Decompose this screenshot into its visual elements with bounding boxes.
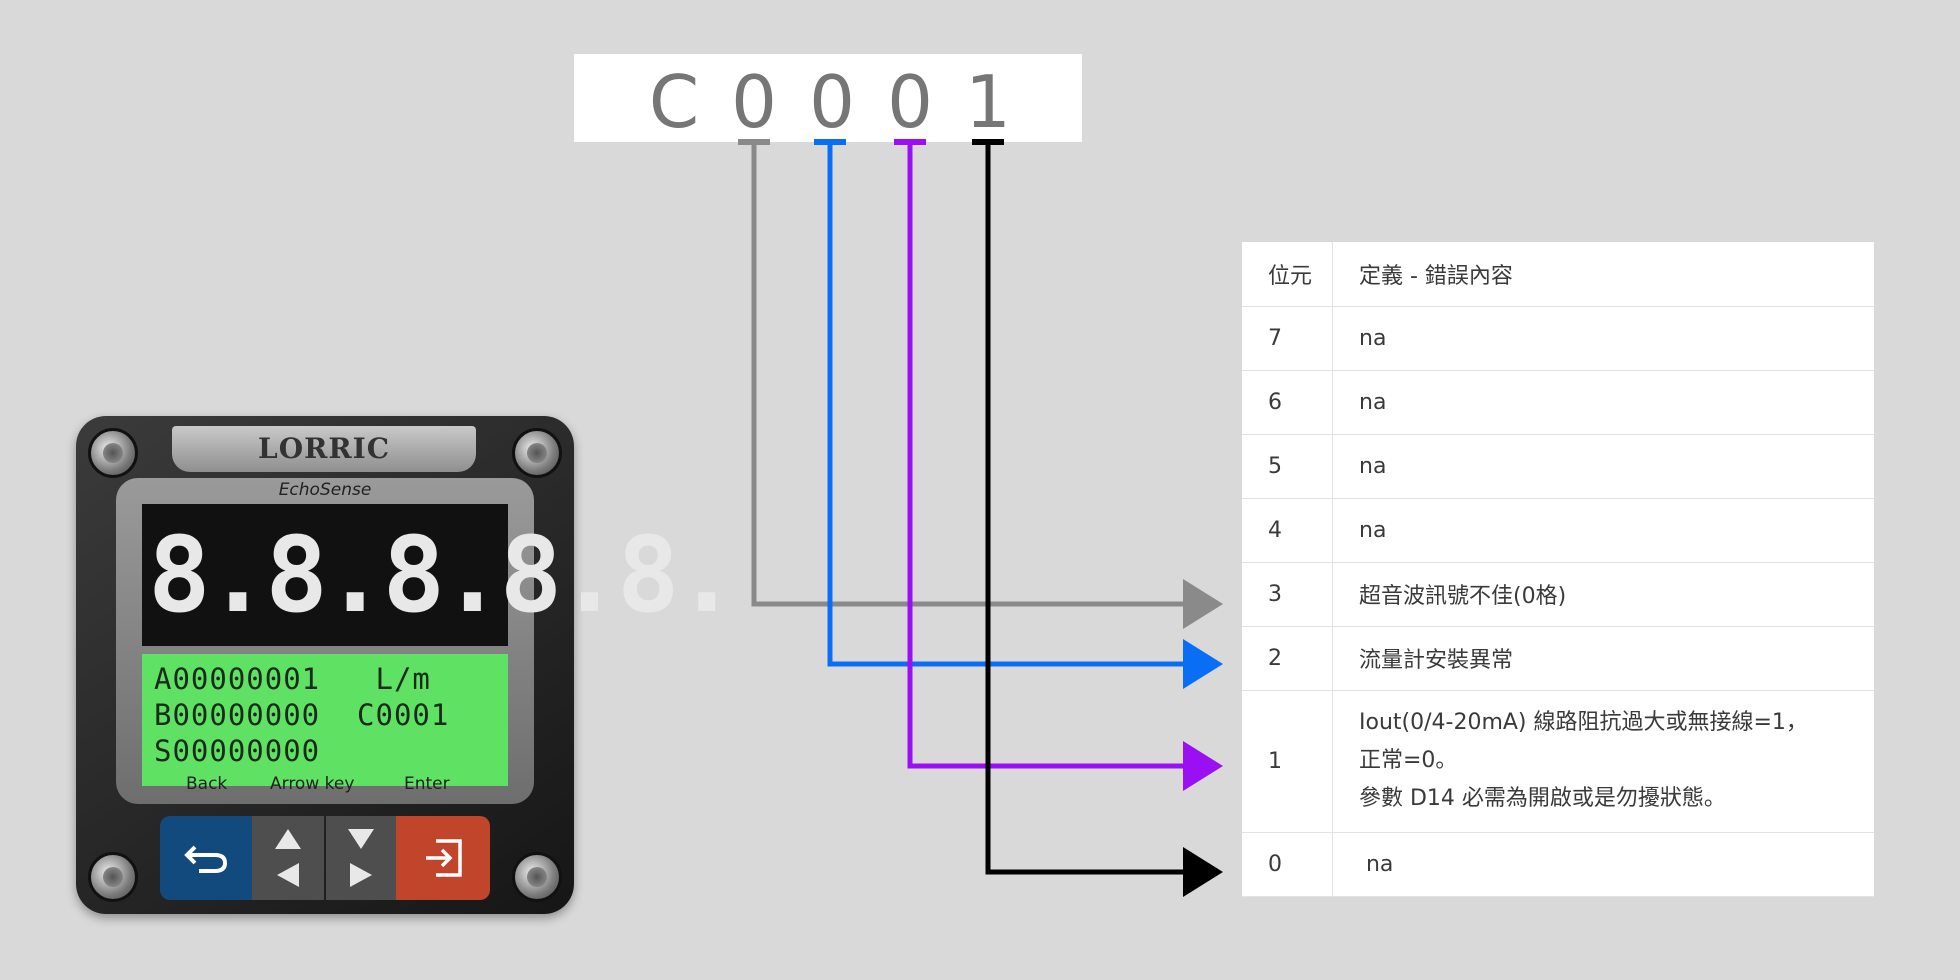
row-bit: 3	[1242, 562, 1333, 627]
code-digit-bit3: 0	[731, 60, 777, 144]
definition-line: 參數 D14 必需為開啟或是勿擾狀態。	[1359, 786, 1726, 811]
keypad	[160, 816, 490, 900]
row-definition: na	[1332, 306, 1874, 371]
row-bit: 1	[1242, 690, 1333, 833]
back-key-label: Back	[186, 774, 228, 794]
sub-brand-label: EchoSense	[278, 480, 372, 500]
back-button[interactable]	[160, 816, 252, 900]
lcd-screen: A00000001 L/m B00000000 C0001 S00000000	[142, 654, 508, 786]
row-definition: 超音波訊號不佳(0格)	[1332, 562, 1874, 627]
down-triangle-icon	[348, 829, 374, 849]
lcd-line: S00000000	[154, 734, 321, 768]
table-row: 3 超音波訊號不佳(0格)	[1242, 562, 1874, 627]
code-digit-bit0: 1	[965, 60, 1011, 144]
error-code-box: C 0 0 0 1	[574, 54, 1082, 144]
row-definition: na	[1332, 498, 1874, 563]
table-row: 6 na	[1242, 370, 1874, 435]
definition-line: 正常=0。	[1359, 748, 1458, 773]
table-row: 0 na	[1242, 832, 1874, 897]
lcd-line: B00000000 C0001	[154, 698, 450, 732]
code-digit-bit2: 0	[809, 60, 855, 144]
row-definition: na	[1332, 434, 1874, 499]
up-triangle-icon	[275, 829, 301, 849]
definition-line: Iout(0/4-20mA) 線路阻抗過大或無接線=1，	[1359, 710, 1808, 735]
row-definition: na	[1332, 832, 1874, 897]
segment-display: 8.8.8.8.8.	[142, 504, 738, 646]
row-bit: 7	[1242, 306, 1333, 371]
row-definition: na	[1332, 370, 1874, 435]
connector-bit1	[907, 142, 1223, 791]
arrow-key-label: Arrow key	[270, 774, 355, 794]
bit-definition-table: 位元 定義 - 錯誤內容 7 na 6 na 5 na 4 na 3 超音波訊號…	[1242, 242, 1874, 897]
lcd-line: A00000001 L/m	[154, 662, 431, 696]
key-labels: Back Arrow key Enter	[116, 774, 534, 804]
display-bezel: EchoSense 8.8.8.8.8. A00000001 L/m B0000…	[116, 478, 738, 804]
right-triangle-icon	[350, 863, 372, 887]
header-definition: 定義 - 錯誤內容	[1332, 242, 1874, 307]
screw-icon	[512, 428, 562, 478]
screw-icon	[88, 428, 138, 478]
connector-bit3	[751, 142, 1223, 629]
code-char-c: C	[648, 60, 700, 144]
connector-bit2	[827, 142, 1223, 689]
table-row: 5 na	[1242, 434, 1874, 499]
header-bit: 位元	[1242, 242, 1333, 307]
row-bit: 2	[1242, 626, 1333, 691]
left-triangle-icon	[277, 863, 299, 887]
table-row: 1 Iout(0/4-20mA) 線路阻抗過大或無接線=1， 正常=0。 參數 …	[1242, 690, 1874, 833]
connector-bit0	[985, 142, 1223, 897]
row-definition: 流量計安裝異常	[1332, 626, 1874, 691]
flowmeter-device: LORRIC EchoSense 8.8.8.8.8. A00000001 L/…	[76, 416, 738, 914]
row-bit: 6	[1242, 370, 1333, 435]
table-header-row: 位元 定義 - 錯誤內容	[1242, 242, 1874, 307]
screw-icon	[512, 852, 562, 902]
table-row: 7 na	[1242, 306, 1874, 371]
up-left-button[interactable]	[252, 816, 324, 900]
table-row: 2 流量計安裝異常	[1242, 626, 1874, 691]
row-definition: Iout(0/4-20mA) 線路阻抗過大或無接線=1， 正常=0。 參數 D1…	[1332, 690, 1874, 833]
enter-button[interactable]	[396, 816, 490, 900]
back-arrow-icon	[184, 845, 228, 873]
screw-icon	[88, 852, 138, 902]
down-right-button[interactable]	[326, 816, 396, 900]
row-bit: 5	[1242, 434, 1333, 499]
brand-logo: LORRIC	[172, 426, 476, 472]
enter-icon	[426, 839, 462, 877]
segment-digits: 8.8.8.8.8.	[148, 514, 738, 636]
enter-key-label: Enter	[404, 774, 450, 794]
row-bit: 0	[1242, 832, 1333, 897]
table-row: 4 na	[1242, 498, 1874, 563]
row-bit: 4	[1242, 498, 1333, 563]
code-digit-bit1: 0	[887, 60, 933, 144]
